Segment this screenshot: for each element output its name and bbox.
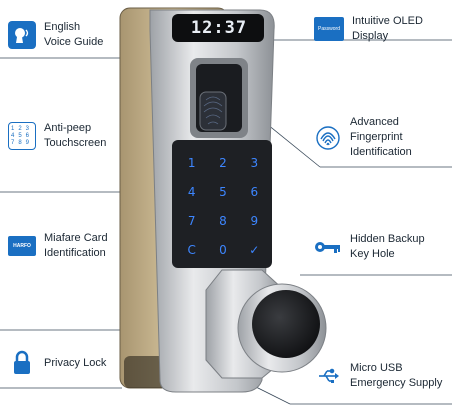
privacy-lock-label: Privacy Lock [44, 356, 107, 369]
usb-icon [314, 362, 342, 390]
key-5[interactable]: 5 [219, 184, 227, 199]
key-confirm[interactable]: ✓ [249, 242, 260, 257]
usb-label: Micro USB Emergency Supply [350, 362, 443, 389]
voice-guide-label: English Voice Guide [44, 21, 104, 48]
voice-speaker-icon [8, 21, 36, 49]
key-clear[interactable]: C [187, 242, 196, 257]
feature-voice-guide: English Voice Guide [8, 20, 103, 50]
fingerprint-label: Advanced Fingerprint Identification [350, 116, 412, 158]
key-icon [314, 233, 342, 261]
feature-card: HARFO Miafare Card Identification [8, 231, 108, 261]
feature-fingerprint: Advanced Fingerprint Identification [314, 115, 412, 160]
fingerprint-icon [314, 124, 342, 152]
feature-oled: Password Intuitive OLED Display [314, 14, 423, 44]
card-label: Miafare Card Identification [44, 232, 108, 259]
key-1[interactable]: 1 [187, 155, 196, 170]
feature-privacy-lock: Privacy Lock [8, 349, 106, 377]
card-icon: HARFO [8, 236, 36, 256]
padlock-icon [8, 349, 36, 377]
key-9[interactable]: 9 [250, 213, 259, 228]
keypad: 1 2 3 4 5 6 7 8 9 C 0 ✓ [176, 148, 270, 264]
key-3[interactable]: 3 [250, 155, 259, 170]
key-8[interactable]: 8 [219, 213, 227, 228]
feature-backup-key: Hidden Backup Key Hole [314, 232, 425, 262]
touchscreen-label: Anti-peep Touchscreen [44, 122, 107, 149]
backup-key-label: Hidden Backup Key Hole [350, 233, 425, 260]
key-7[interactable]: 7 [187, 213, 196, 228]
oled-label: Intuitive OLED Display [352, 15, 423, 42]
feature-usb: Micro USB Emergency Supply [314, 361, 442, 391]
oled-display-time: 12:37 [190, 18, 248, 38]
key-4[interactable]: 4 [187, 184, 196, 199]
oled-display-icon: Password [314, 17, 344, 41]
key-0[interactable]: 0 [219, 242, 227, 257]
key-2[interactable]: 2 [219, 155, 227, 170]
key-6[interactable]: 6 [250, 184, 259, 199]
